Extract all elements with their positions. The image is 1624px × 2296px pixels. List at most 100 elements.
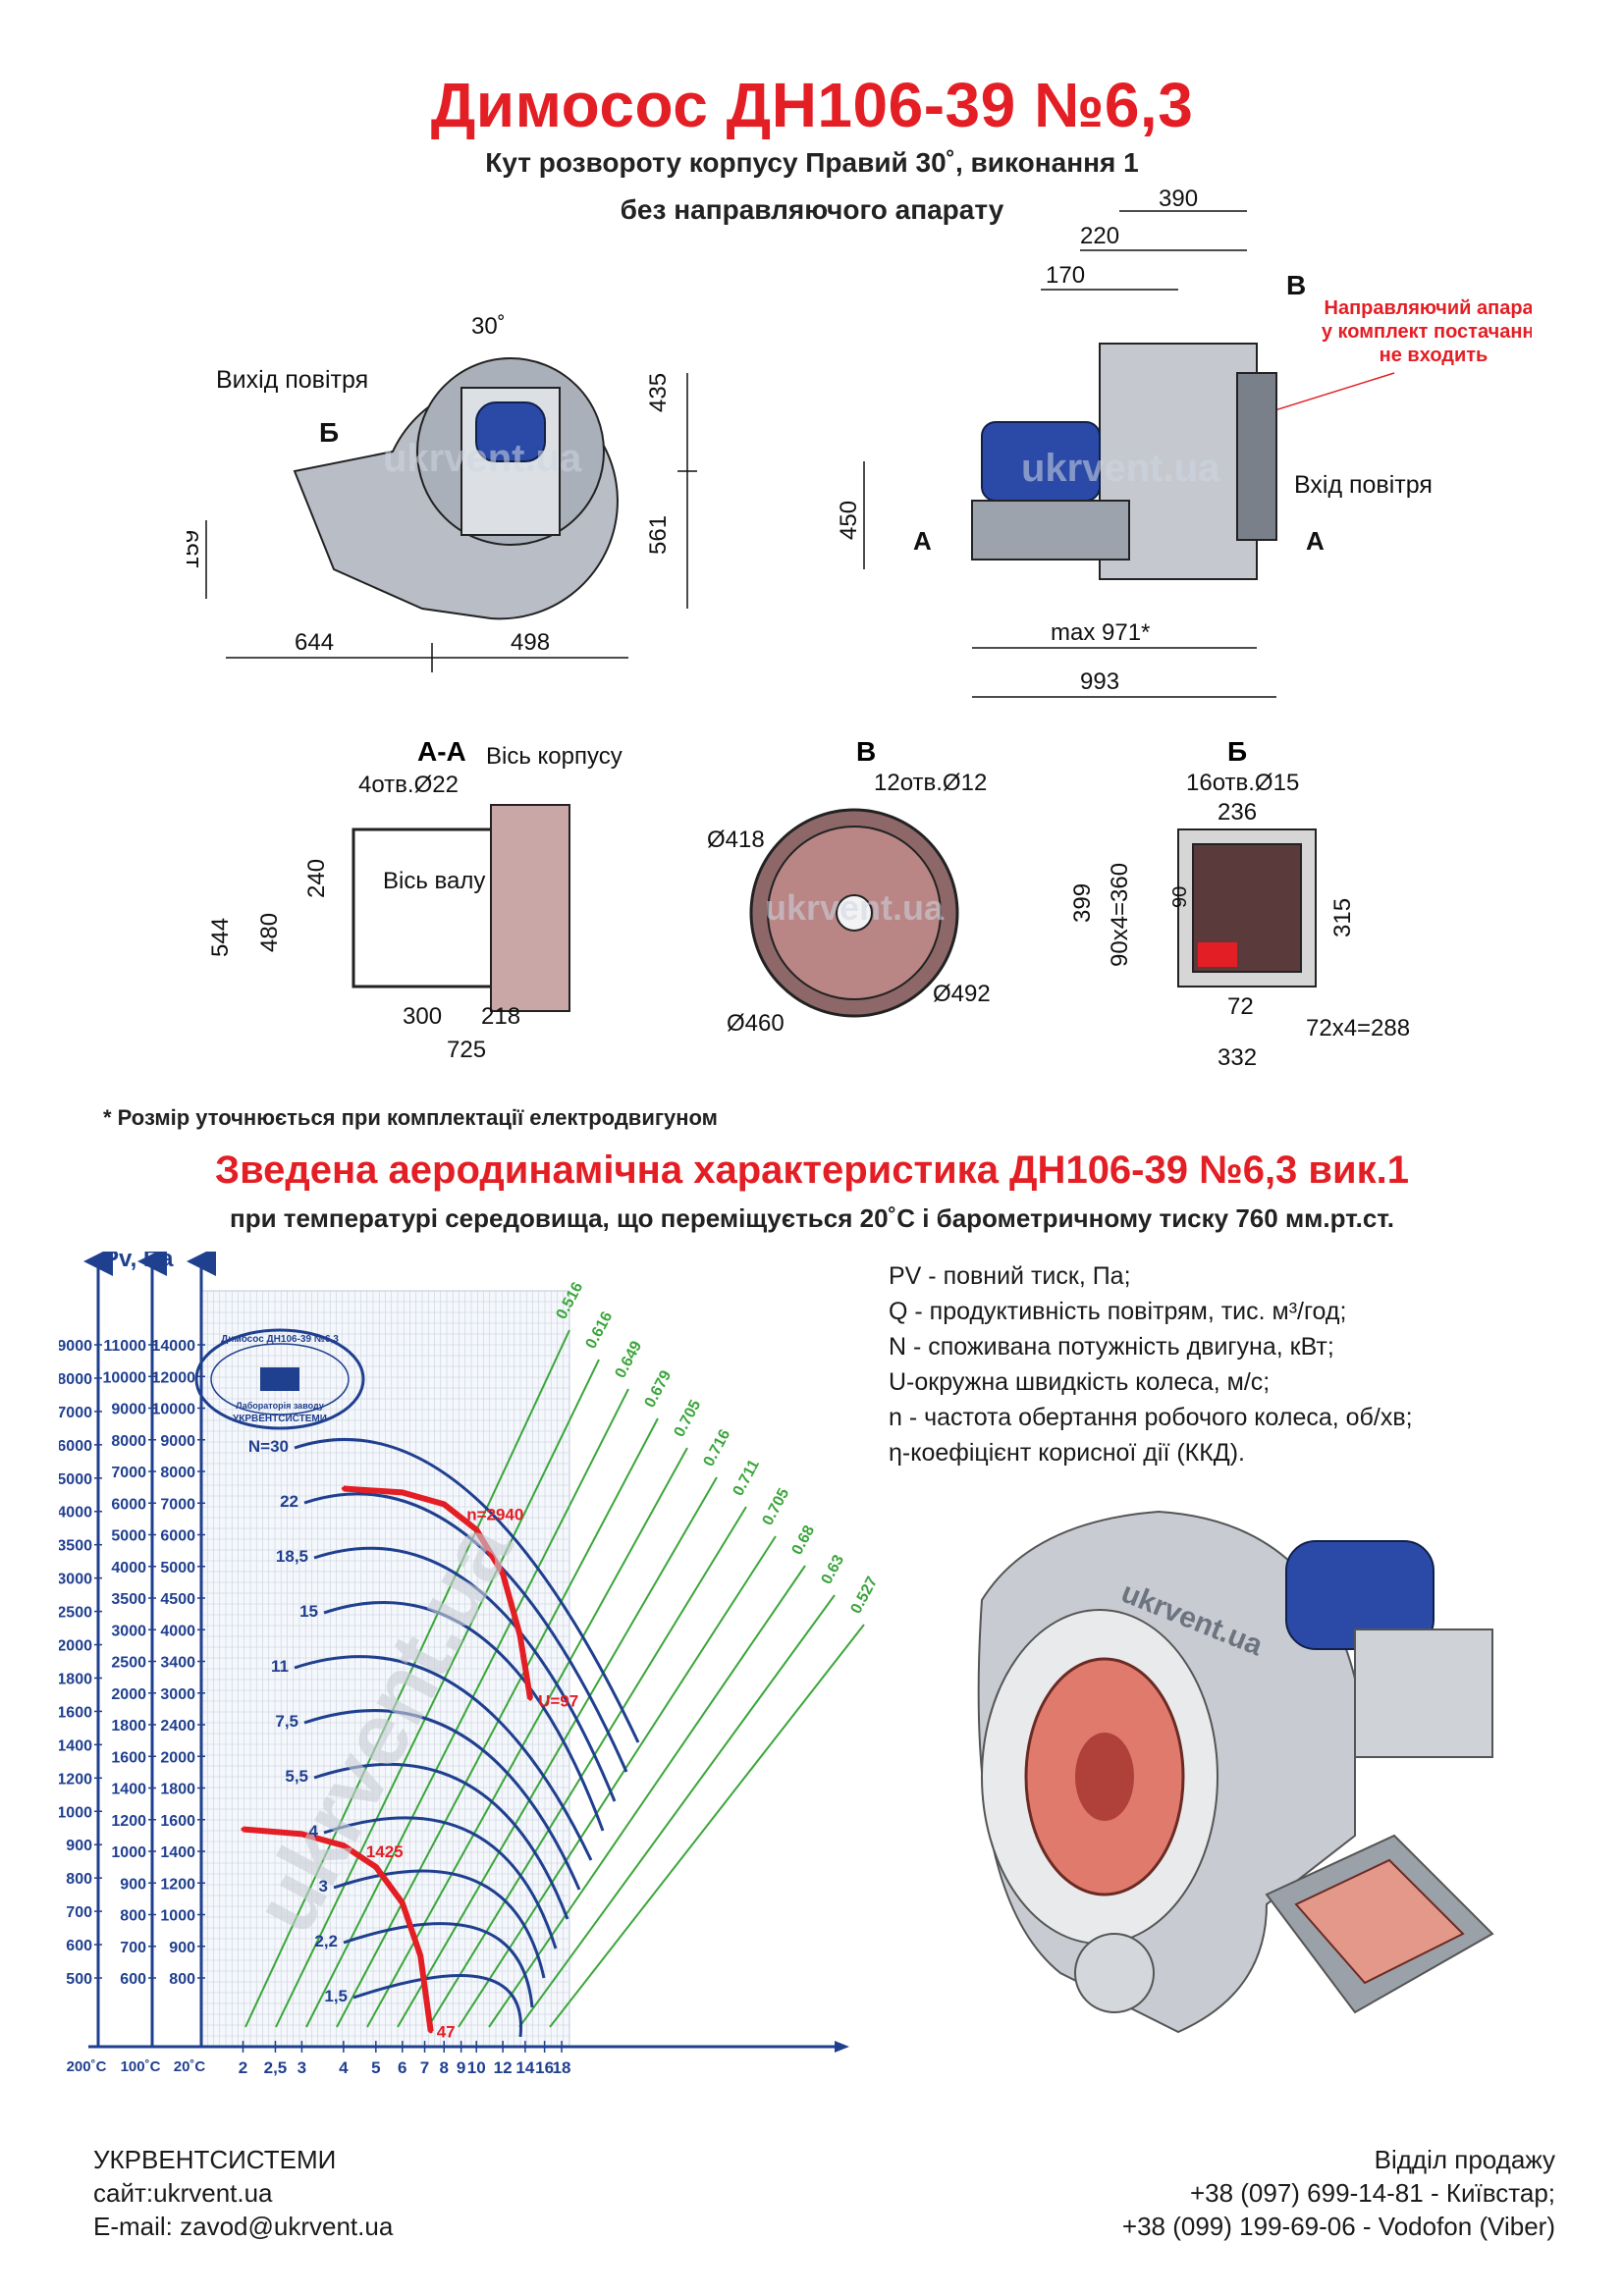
stamp-fan-icon: [260, 1367, 299, 1391]
y-tick-100c: 1400: [111, 1782, 146, 1798]
rpm-label: n=2940: [466, 1505, 523, 1523]
power-curve: [294, 1655, 593, 1861]
aero-chart: Pv, Па9000800070006000500040003500300025…: [59, 1252, 881, 2106]
y-tick-200c: 8000: [59, 1371, 92, 1388]
power-curve: [294, 1438, 640, 1743]
efficiency-line: [275, 1359, 600, 2028]
y-tick-100c: 2000: [111, 1686, 146, 1703]
x-tick-label: 2: [239, 2058, 247, 2077]
y-tick-100c: 3000: [111, 1623, 146, 1639]
y-tick-100c: 2500: [111, 1655, 146, 1672]
annotation-u97: U=97: [538, 1691, 578, 1710]
y-tick-200c: 3500: [59, 1538, 92, 1555]
dim-236: 236: [1218, 799, 1257, 826]
legend-rpm: n - частота обертання робочого колеса, о…: [889, 1404, 1413, 1431]
rpm-point: [517, 1632, 522, 1637]
stamp-text-3: УКРВЕНТСИСТЕМИ: [233, 1414, 327, 1424]
footer-phone-1[interactable]: +38 (097) 699-14-81 - Київстар;: [1189, 2178, 1555, 2208]
efficiency-label: 0.649: [613, 1338, 646, 1380]
dim-300: 300: [403, 1003, 442, 1030]
power-curve: [323, 1816, 558, 1949]
note-line-1: Направляючий апарат: [1325, 297, 1532, 319]
stamp-inner: [210, 1343, 350, 1415]
hub: [836, 894, 873, 932]
y-tick-200c: 500: [66, 1971, 92, 1988]
section-a-left: А: [913, 526, 932, 556]
outlet-red-part: [1198, 942, 1237, 967]
d418-label: Ø418: [707, 827, 765, 853]
dim-480: 480: [256, 913, 283, 952]
front-view-drawing: 30˚ Вихід повітря Б ukrvent.ua 435 561 1…: [187, 313, 697, 672]
section-aa-title: А-А: [417, 736, 466, 767]
holes-aa: 4отв.Ø22: [358, 772, 459, 798]
power-label: 18,5: [276, 1547, 308, 1566]
footer-site[interactable]: сайт:ukrvent.ua: [93, 2178, 273, 2208]
stamp-text-2: Лабораторія заводу: [236, 1401, 324, 1411]
subtitle-line-2: без направляючого апарату: [620, 194, 1004, 225]
page-title: Димосос ДН106-39 №6,3: [430, 70, 1194, 140]
y-tick-20c: 4000: [160, 1623, 195, 1639]
footer-right: Відділ продажу +38 (097) 699-14-81 - Киї…: [1122, 2143, 1555, 2243]
footer-sales-title: Відділ продажу: [1374, 2145, 1555, 2174]
rpm-label: 1425: [366, 1842, 404, 1861]
power-label: 5,5: [285, 1767, 308, 1786]
x-axis-title: Q, 10³·м³/год: [596, 2105, 739, 2106]
footer-phone-2[interactable]: +38 (099) 199-69-06 - Vodofon (Viber): [1121, 2212, 1555, 2241]
section-a-right: А: [1306, 526, 1325, 556]
dim-644: 644: [295, 629, 334, 656]
y-tick-20c: 12000: [152, 1369, 196, 1386]
power-curve: [303, 1709, 581, 1891]
y-tick-100c: 900: [120, 1876, 146, 1893]
efficiency-line: [397, 1476, 718, 2028]
dim-561: 561: [645, 515, 672, 555]
rpm-point: [442, 1502, 447, 1507]
y-tick-100c: 1000: [111, 1844, 146, 1861]
power-label: 4: [309, 1822, 319, 1841]
dim-288: 72x4=288: [1306, 1015, 1410, 1041]
y-tick-100c: 10000: [103, 1369, 147, 1386]
y-tick-100c: 800: [120, 1908, 146, 1925]
legend-q: Q - продуктивність повітрям, тис. м³/год…: [889, 1298, 1347, 1325]
legend-u: U-окружна швидкість колеса, м/с;: [889, 1368, 1271, 1396]
y-tick-100c: 5000: [111, 1528, 146, 1545]
y-tick-20c: 800: [169, 1971, 195, 1988]
footer-email[interactable]: E-mail: zavod@ukrvent.ua: [93, 2212, 394, 2241]
dim-218: 218: [481, 1003, 520, 1030]
legend-eta: η-коефіцієнт корисної дії (ККД).: [889, 1439, 1245, 1467]
rpm-point: [400, 1900, 405, 1905]
chart-grid: [83, 1252, 849, 2053]
power-curve: [303, 1492, 628, 1773]
rpm-point: [341, 1843, 346, 1848]
power-curve: [352, 1974, 523, 2038]
chart-curves: [241, 1329, 865, 2038]
efficiency-line: [305, 1388, 629, 2028]
holes-b: 16отв.Ø15: [1186, 770, 1299, 796]
y-tick-100c: 9000: [111, 1402, 146, 1418]
y-tick-200c: 1200: [59, 1771, 92, 1788]
efficiency-label: 0.68: [789, 1522, 819, 1558]
render-outlet-opening: [1294, 1858, 1465, 1985]
y-tick-200c: 3000: [59, 1572, 92, 1588]
x-tick-label: 9: [457, 2058, 465, 2077]
note-line-3: не входить: [1380, 345, 1489, 366]
power-label: 22: [280, 1492, 298, 1511]
y-tick-200c: 5000: [59, 1471, 92, 1488]
dim-498: 498: [511, 629, 550, 656]
y-tick-20c: 6000: [160, 1528, 195, 1545]
power-label: 2,2: [314, 1932, 338, 1950]
efficiency-line: [518, 1594, 836, 2028]
y-tick-200c: 700: [66, 1904, 92, 1921]
efficiency-line: [336, 1417, 659, 2028]
dim-544: 544: [207, 918, 234, 957]
y-tick-100c: 11000: [103, 1338, 146, 1355]
y-tick-200c: 7000: [59, 1405, 92, 1421]
y-tick-100c: 8000: [111, 1433, 146, 1450]
y-tick-100c: 3500: [111, 1591, 146, 1608]
y-tick-20c: 1600: [160, 1813, 195, 1830]
shaft-axis-label: Вісь валу: [383, 868, 485, 894]
legend: PV - повний тиск, Па; Q - продуктивність…: [889, 1258, 1596, 1470]
aero-subtitle: при температурі середовища, що переміщує…: [230, 1203, 1394, 1233]
y-tick-20c: 1000: [160, 1908, 195, 1925]
dim-90: 90: [1169, 886, 1191, 908]
